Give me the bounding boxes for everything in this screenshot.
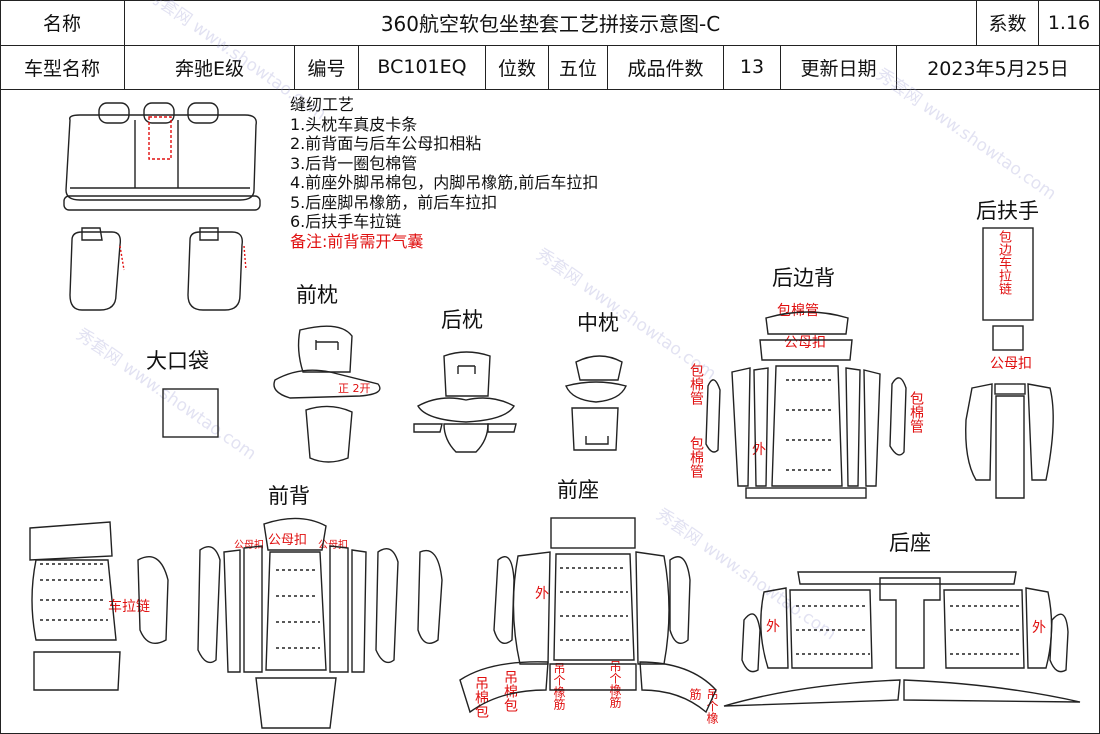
model-value: 奔驰E级 [125,45,295,89]
ann-snap-top: 公母扣 [784,335,826,351]
name-label: 名称 [0,0,125,45]
ann-snap-center: 公母扣 [268,533,308,548]
seats-label: 位数 [486,45,549,89]
ann-hang-elastic-1: 吊个橡筋 [552,662,566,710]
code-value: BC101EQ [359,45,486,89]
label-rear-side-back: 后边背 [772,266,835,290]
big-pocket-piece [162,388,219,438]
sewing-notes: 缝纫工艺 1.头枕车真皮卡条 2.前背面与后车公母扣相粘 3.后背一圈包棉管 4… [290,95,598,251]
ann-hang-elastic-3: 吊个橡筋 [688,688,719,724]
label-front-back: 前背 [268,484,310,508]
ann-outer-rear-seat-right: 外 [1032,620,1046,636]
date-label: 更新日期 [781,45,897,89]
rear-armrest-pieces [965,227,1054,499]
front-back-pieces [29,517,443,729]
note-item: 4.前座外脚吊棉包，内脚吊橡筋,前后车拉扣 [290,173,599,192]
label-front-pillow: 前枕 [296,283,338,307]
coef-value: 1.16 [1047,11,1091,34]
date-value: 2023年5月25日 [927,57,1069,80]
coef-label: 系数 [977,0,1039,45]
ann-wrap-pipe-left-1: 包棉管 [688,363,704,405]
rear-seat-pieces [723,571,1081,707]
ann-hang-cotton-2: 吊棉包 [502,670,518,712]
rear-pillow-pieces [413,351,517,453]
label-rear-armrest: 后扶手 [976,199,1039,223]
note-item: 6.后扶手车拉链 [290,212,402,231]
mid-pillow-pieces [565,355,627,451]
note-item: 1.头枕车真皮卡条 [290,114,418,134]
ann-snap-right: 公母扣 [318,540,348,551]
ann-wrap-pipe-left-2: 包棉管 [688,436,704,478]
ann-outer-front-seat: 外 [535,586,549,602]
front-seat-pieces [459,517,717,714]
notes-remark: 备注:前背需开气囊 [290,231,424,251]
label-rear-seat: 后座 [889,531,931,555]
page-title: 360航空软包坐垫套工艺拼接示意图-C [125,0,977,45]
ann-wrap-pipe-top: 包棉管 [777,303,819,319]
label-rear-pillow: 后枕 [441,308,483,332]
front-pillow-pieces [273,325,381,463]
header-row-2: 车型名称 奔驰E级 编号 BC101EQ 位数 五位 成品件数 13 更新日期 … [0,45,1100,90]
note-item: 2.前背面与后车公母扣相粘 [290,134,482,153]
ann-front-pillow-slot: 正 2开 [338,382,371,395]
label-mid-pillow: 中枕 [577,311,619,335]
overview-seat-illustration [63,102,261,311]
pieces-value: 13 [724,45,781,89]
seats-value: 五位 [549,45,608,89]
header-row-1: 名称 360航空软包坐垫套工艺拼接示意图-C 系数 1.16 [0,0,1100,46]
model-label: 车型名称 [0,45,125,89]
ann-snap-left: 公母扣 [234,540,264,551]
note-item: 3.后背一圈包棉管 [290,153,418,173]
ann-outer-rear-seat-left: 外 [766,619,780,635]
ann-wrap-pipe-right: 包棉管 [908,391,924,433]
label-big-pocket: 大口袋 [146,349,209,373]
ann-hang-elastic-2: 吊个橡筋 [608,660,622,708]
notes-title: 缝纫工艺 [290,95,355,114]
code-label: 编号 [295,45,359,89]
rear-side-back-pieces [705,311,907,499]
ann-snap-armrest: 公母扣 [990,356,1032,372]
label-front-seat: 前座 [557,478,599,502]
ann-wrap-edge: 包边车拉链 [996,230,1011,295]
pieces-label: 成品件数 [608,45,724,89]
note-item: 5.后座脚吊橡筋，前后车拉扣 [290,192,498,212]
